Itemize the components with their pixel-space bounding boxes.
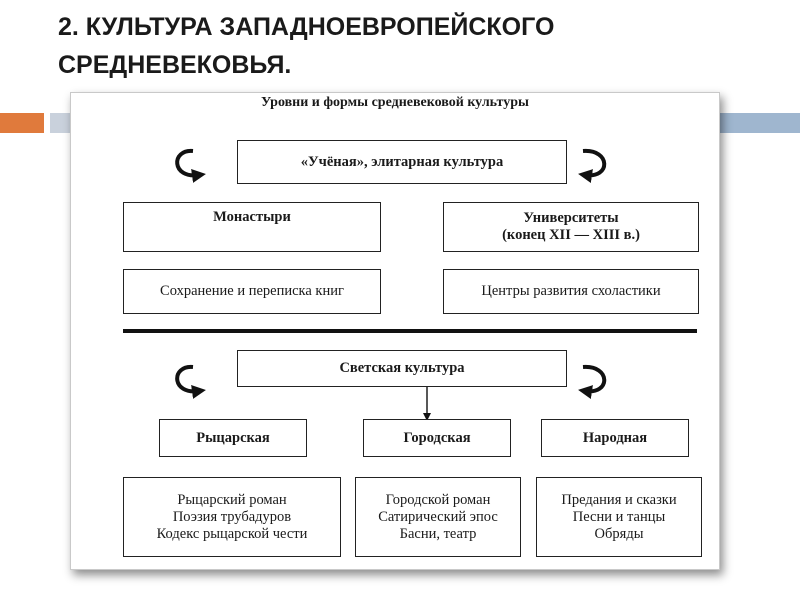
knightly-box: Рыцарская	[159, 419, 307, 457]
urban-items-box: Городской роман Сатирический эпос Басни,…	[355, 477, 521, 557]
folk-items-box: Предания и сказки Песни и танцы Обряды	[536, 477, 702, 557]
folk-box: Народная	[541, 419, 689, 457]
universities-title: Университеты	[523, 210, 619, 226]
urban-item: Басни, театр	[399, 525, 477, 542]
knightly-item: Рыцарский роман	[177, 491, 287, 508]
knightly-items-box: Рыцарский роман Поэзия трубадуров Кодекс…	[123, 477, 341, 557]
urban-item: Городской роман	[385, 491, 491, 508]
diagram-lines	[123, 148, 697, 421]
universities-desc-box: Центры развития схоластики	[443, 269, 699, 314]
curved-arrow-left-bottom	[175, 364, 206, 399]
universities-period: (конец XII — XIII в.)	[502, 227, 640, 243]
curved-arrow-right-bottom	[578, 364, 607, 399]
universities-box: Университеты (конец XII — XIII в.)	[443, 202, 699, 252]
monasteries-box: Монастыри	[123, 202, 381, 252]
knightly-item: Поэзия трубадуров	[172, 508, 292, 525]
urban-box: Городская	[363, 419, 511, 457]
folk-item: Песни и танцы	[572, 508, 666, 525]
secular-culture-box: Светская культура	[237, 350, 567, 387]
knightly-item: Кодекс рыцарской чести	[156, 525, 308, 542]
diagram-title: Уровни и формы средневековой культуры	[261, 95, 529, 110]
slide-title: 2. КУЛЬТУРА ЗАПАДНОЕВРОПЕЙСКОГО СРЕДНЕВЕ…	[58, 13, 555, 79]
curved-arrow-left-top	[175, 148, 206, 183]
elite-culture-box: «Учёная», элитарная культура	[237, 140, 567, 184]
folk-item: Обряды	[594, 525, 644, 542]
accent-bar-gray	[50, 113, 70, 133]
diagram-panel: Уровни и формы средневековой культуры «У…	[70, 92, 720, 570]
folk-item: Предания и сказки	[561, 491, 677, 508]
urban-item: Сатирический эпос	[378, 508, 498, 525]
accent-bar-blue	[720, 113, 800, 133]
monasteries-desc-box: Сохранение и переписка книг	[123, 269, 381, 314]
curved-arrow-right-top	[578, 148, 607, 183]
accent-bar-orange	[0, 113, 44, 133]
